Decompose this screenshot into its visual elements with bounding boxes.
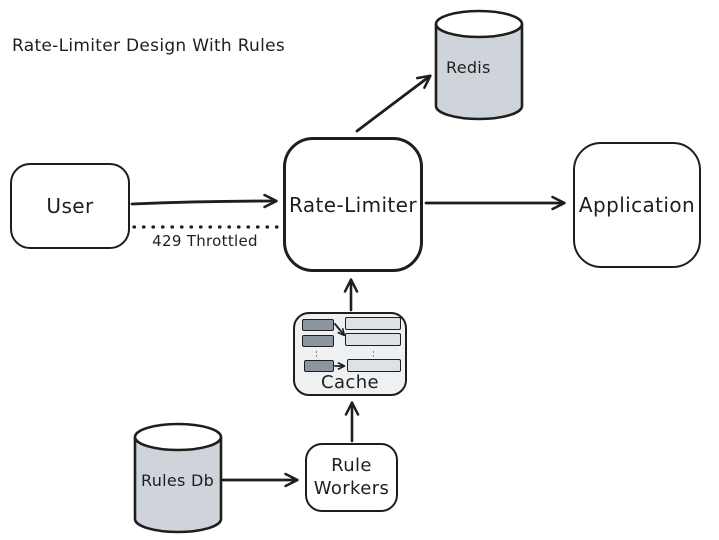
cache-key-block — [304, 360, 334, 372]
node-application-label: Application — [578, 193, 696, 217]
node-rules-db: Rules Db — [132, 421, 224, 540]
node-rule-workers: Rule Workers — [305, 443, 398, 512]
ellipsis-dots: ·· — [372, 348, 375, 362]
cache-value-block — [345, 333, 401, 346]
node-rate-limiter: Rate-Limiter — [283, 137, 423, 272]
cache-map-arrows-icon — [334, 323, 346, 370]
node-rate-limiter-label: Rate-Limiter — [289, 192, 417, 217]
node-rules-db-label: Rules Db — [141, 471, 215, 490]
database-cylinder-icon — [434, 9, 524, 121]
node-user: User — [10, 163, 130, 249]
arrow-user-to-rate-limiter — [130, 193, 278, 209]
node-application: Application — [573, 142, 701, 268]
node-user-label: User — [46, 194, 94, 218]
cache-value-block — [345, 317, 401, 330]
node-redis: Redis — [433, 8, 525, 127]
database-cylinder-icon — [133, 422, 223, 534]
node-redis-label: Redis — [446, 58, 491, 77]
node-cache-label: Cache — [321, 372, 379, 393]
edge-throttled-label: 429 Throttled — [152, 232, 258, 250]
cache-key-block — [302, 319, 334, 331]
cache-value-block — [347, 359, 401, 372]
diagram-title: Rate-Limiter Design With Rules — [12, 36, 286, 56]
node-cache: ·· ·· Cache — [293, 312, 407, 396]
arrow-rate-limiter-to-redis — [355, 74, 432, 133]
cache-key-block — [302, 335, 334, 347]
node-rule-workers-label: Rule Workers — [313, 455, 390, 499]
ellipsis-dots: ·· — [315, 348, 318, 362]
